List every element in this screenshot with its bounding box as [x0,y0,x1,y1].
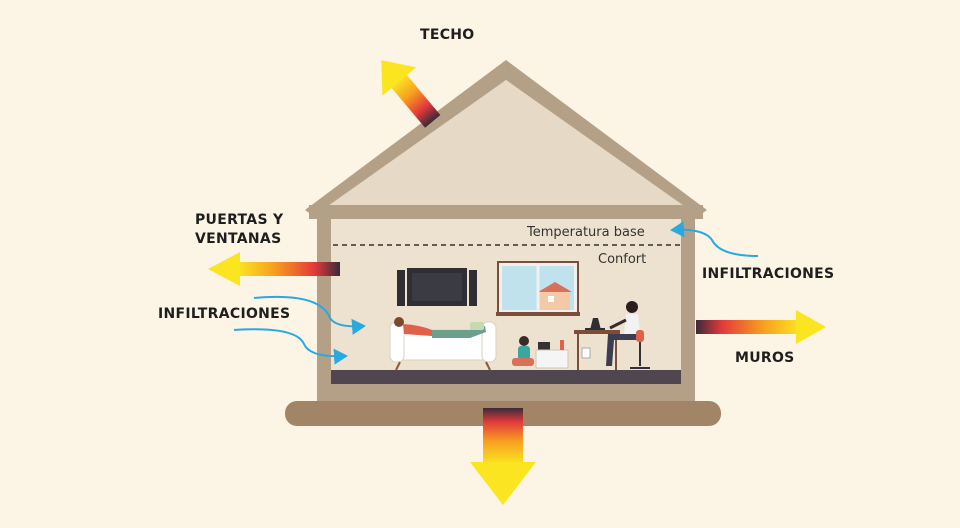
toy-icon [538,342,550,350]
heat-loss-arrow [696,310,826,344]
label-doors-windows-line2: VENTANAS [195,231,282,247]
side-table [535,349,569,369]
label-infiltration-left: INFILTRACIONES [158,306,291,322]
heat-loss-arrow [470,408,536,505]
label-base-temperature: Temperatura base [527,225,645,240]
label-infiltration-right: INFILTRACIONES [702,266,835,282]
heat-loss-arrow [208,252,340,286]
label-roof: TECHO [420,27,475,43]
infiltration-arrow [253,295,366,335]
label-walls: MUROS [735,350,795,366]
floor [331,370,681,384]
speaker-icon [469,270,477,306]
heat-loss-arrow [381,60,441,128]
ceiling-beam [309,205,703,219]
person-icon [394,317,486,338]
speaker-icon [397,270,405,306]
attic [325,80,687,208]
label-doors-windows-line1: PUERTAS Y [195,212,284,228]
infiltration-arrow [233,328,348,365]
infiltration-arrow [670,221,759,257]
laptop-icon [585,318,605,330]
desk-icon [574,330,620,370]
window-icon [496,261,580,316]
person-icon [606,301,650,369]
person-icon [512,336,534,366]
label-comfort: Confort [598,252,647,267]
